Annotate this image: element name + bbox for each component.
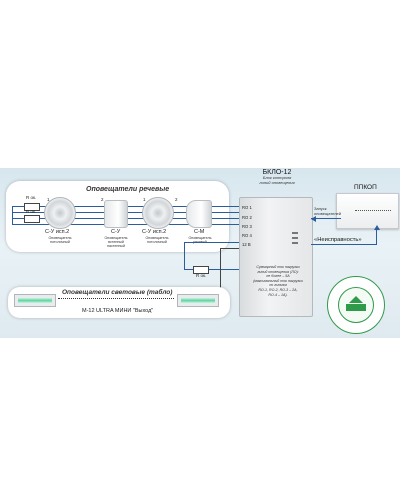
arrow-up-icon [373,225,380,230]
start-line [311,218,341,219]
unit-desc-2: линий оповещения [259,179,295,185]
device-4-name: С-М [194,229,205,235]
seal-logo-icon [338,287,374,323]
terminal-ro4: RO 4 [242,233,252,238]
device-2-desc: Оповещатель встенный настенный [104,236,128,249]
terminal-ro3: RO 3 [242,224,252,229]
line-ro4-return [184,269,239,270]
exit-sign-right [177,294,219,307]
resistor-1-label: R ок. [26,195,37,200]
unit-header: БКЛО-12 Блок контроля линий оповещения [243,169,311,185]
summary-line: линий оповещения (ЛО): [257,269,299,274]
ceiling-speaker-icon [44,197,76,229]
device-1-name: С-У исп.2 [45,229,70,235]
terminal-ro2: RO 2 [242,215,252,220]
exit-sign-left [14,294,56,307]
summary-line: Суммарный ток нагрузки [256,265,300,269]
load-summary: Суммарный ток нагрузки линий оповещения … [245,265,311,297]
summary-line: по линиям [269,283,287,288]
sign-glow [181,298,215,303]
device-3-name: С-У исп.2 [142,229,167,235]
unit-desc-1: Блок контроля [262,175,292,180]
terminal-ro1: RO 1 [242,205,252,210]
resistor-2-label: R ок. [26,209,37,214]
line-ro4-down [184,242,185,269]
fault-line [311,244,376,245]
summary-line: (максимальный ток нагрузки [253,278,303,283]
arrow-left-icon [311,215,316,222]
sign-glow [18,298,52,303]
terminal-12v: 12 В [242,242,251,247]
manufacturer-seal [327,276,385,334]
mark-2: 2 [101,197,104,202]
resistor-3-label: R ок. [196,273,207,278]
speech-panel-title: Оповещатели речевые [86,186,170,193]
line-12v-down [220,248,221,298]
line-left-vertical [12,206,13,224]
start-label: Запуск оповещателей [314,206,342,216]
device-3-desc: Оповещатель потолочный [145,236,169,245]
device-1-desc: Оповещатель потолочный [48,236,72,245]
resistor-2 [24,215,40,223]
horn-speaker-icon [186,200,212,228]
light-item-label: М-12 ULTRA МИНИ "Выход" [82,308,154,314]
indicator-icon [292,237,298,239]
fault-line-up [376,227,377,245]
keypad-icon [355,210,391,219]
dotted-chain [58,298,174,299]
indicator-icon [292,232,298,234]
ppkop-panel-icon [336,193,399,229]
wall-speaker-icon [104,200,128,228]
summary-line: RO-1, RO-2, RO-3 – 2А, [258,287,298,292]
resistor-3 [193,266,209,274]
line-12v [220,248,239,249]
logo-icon [346,296,366,311]
line-ro4 [184,242,239,243]
bklo-unit-box [239,197,313,317]
mark-4: 2 [175,197,178,202]
indicator-icon [292,242,298,244]
ceiling-speaker-icon [142,197,174,229]
device-4-desc: Оповещатель речевой [188,236,212,244]
device-2-name: С-У [111,229,121,235]
resistor-1 [24,203,40,211]
summary-line: не более – 5А [266,274,290,279]
unit-name: БКЛО-12 [262,169,292,176]
summary-line: RO-4 – 1А). [268,292,288,297]
fault-label: «Неисправность» [314,237,362,243]
mark-3: 1 [143,197,146,202]
light-panel-title: Оповещатели световые (табло) [62,289,173,296]
ppkop-label: ППКОП [354,184,377,191]
mark-1: 1 [47,197,50,202]
